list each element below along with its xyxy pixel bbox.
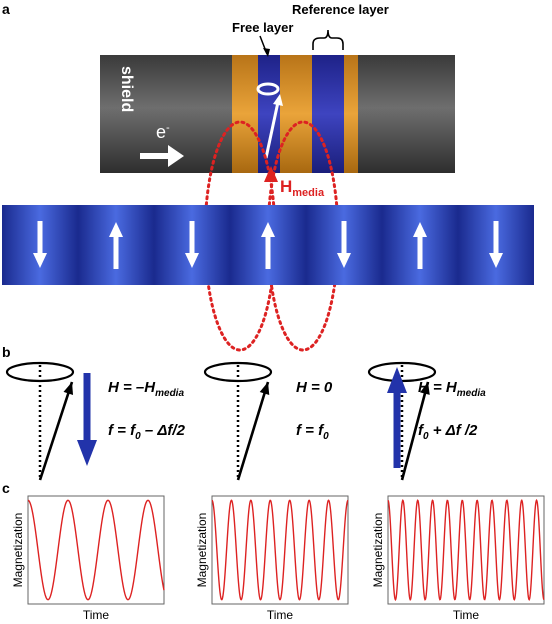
bit-up-arrow-icon [413, 222, 427, 269]
spacer-layer-middle [280, 55, 312, 173]
precession-states: H = –Hmedia f = f0 – Δf/2 H = 0 f = f0 H = H… [5, 361, 486, 481]
x-axis-label: Time [453, 608, 480, 622]
signal-plot: Time Magnetization [11, 495, 165, 622]
vector-arrowhead-icon [63, 382, 74, 395]
reference-layer-label: Reference layer [292, 2, 389, 17]
bit-up-arrow-icon [109, 222, 123, 269]
y-axis-label: Magnetization [195, 513, 209, 588]
bit-down-arrow-icon [33, 221, 47, 268]
vector-arrowhead-icon [420, 382, 430, 395]
plot-frame [27, 495, 165, 605]
magnetization-signal-line [211, 499, 349, 601]
field-equation: H = –Hmedia [108, 379, 184, 399]
precession-orbit [203, 361, 273, 383]
field-equation: H = Hmedia [418, 379, 486, 399]
h-media-label: Hmedia [280, 177, 325, 199]
free-layer-magnetization-arrow [264, 101, 280, 159]
magnetization-signal-line [27, 499, 165, 601]
recording-media [2, 205, 534, 285]
reference-layer-bar [312, 55, 344, 173]
x-axis-label: Time [267, 608, 294, 622]
frequency-equation: f = f0 [296, 422, 329, 442]
plot-frame [211, 495, 349, 605]
spacer-layer-right [344, 55, 358, 173]
precession-state: H = –Hmedia f = f0 – Δf/2 [5, 361, 186, 481]
reference-layer-brace-icon [312, 29, 344, 50]
field-up-arrow-icon [387, 367, 407, 468]
vector-arrowhead-icon [259, 382, 270, 395]
y-axis-label: Magnetization [11, 513, 25, 588]
frequency-equation: f = f0 – Δf/2 [108, 422, 186, 442]
free-layer-label: Free layer [232, 20, 293, 35]
precession-orbit-head [256, 82, 280, 96]
magnetization-vector [38, 381, 74, 481]
bit-down-arrow-icon [489, 221, 503, 268]
bit-up-arrow-icon [261, 222, 275, 269]
panel-label-c: c [2, 480, 10, 496]
magnetization-vector [400, 381, 430, 481]
signal-plot: Time Magnetization [195, 495, 349, 622]
shield-right-label: shield [460, 66, 477, 112]
field-arrowhead-icon [264, 166, 278, 182]
signal-plot: Time Magnetization [371, 495, 545, 622]
panel-label-b: b [2, 344, 11, 360]
magnetization-signal-line [387, 498, 545, 602]
shield-left-label: shield [118, 66, 135, 112]
panel-label-a: a [2, 1, 10, 17]
y-axis-label: Magnetization [371, 513, 385, 588]
free-layer-pointer-head-icon [263, 48, 270, 57]
precession-state: H = Hmedia f0 + Δf /2 [367, 361, 486, 481]
electron-symbol: e- [156, 122, 170, 142]
electron-current: e- [140, 122, 184, 167]
precession-state: H = 0 f = f0 [203, 361, 333, 481]
spacer-layer-left [232, 55, 258, 173]
x-axis-label: Time [83, 608, 110, 622]
frequency-equation: f0 + Δf /2 [418, 422, 478, 442]
magnetization-arrowhead-icon [273, 94, 283, 106]
field-down-arrow-icon [77, 373, 97, 466]
bit-down-arrow-icon [185, 221, 199, 268]
field-equation: H = 0 [296, 379, 333, 396]
magnetization-vector [236, 381, 270, 481]
bit-down-arrow-icon [337, 221, 351, 268]
precession-orbit [5, 361, 75, 383]
electron-arrow-icon [140, 145, 184, 167]
